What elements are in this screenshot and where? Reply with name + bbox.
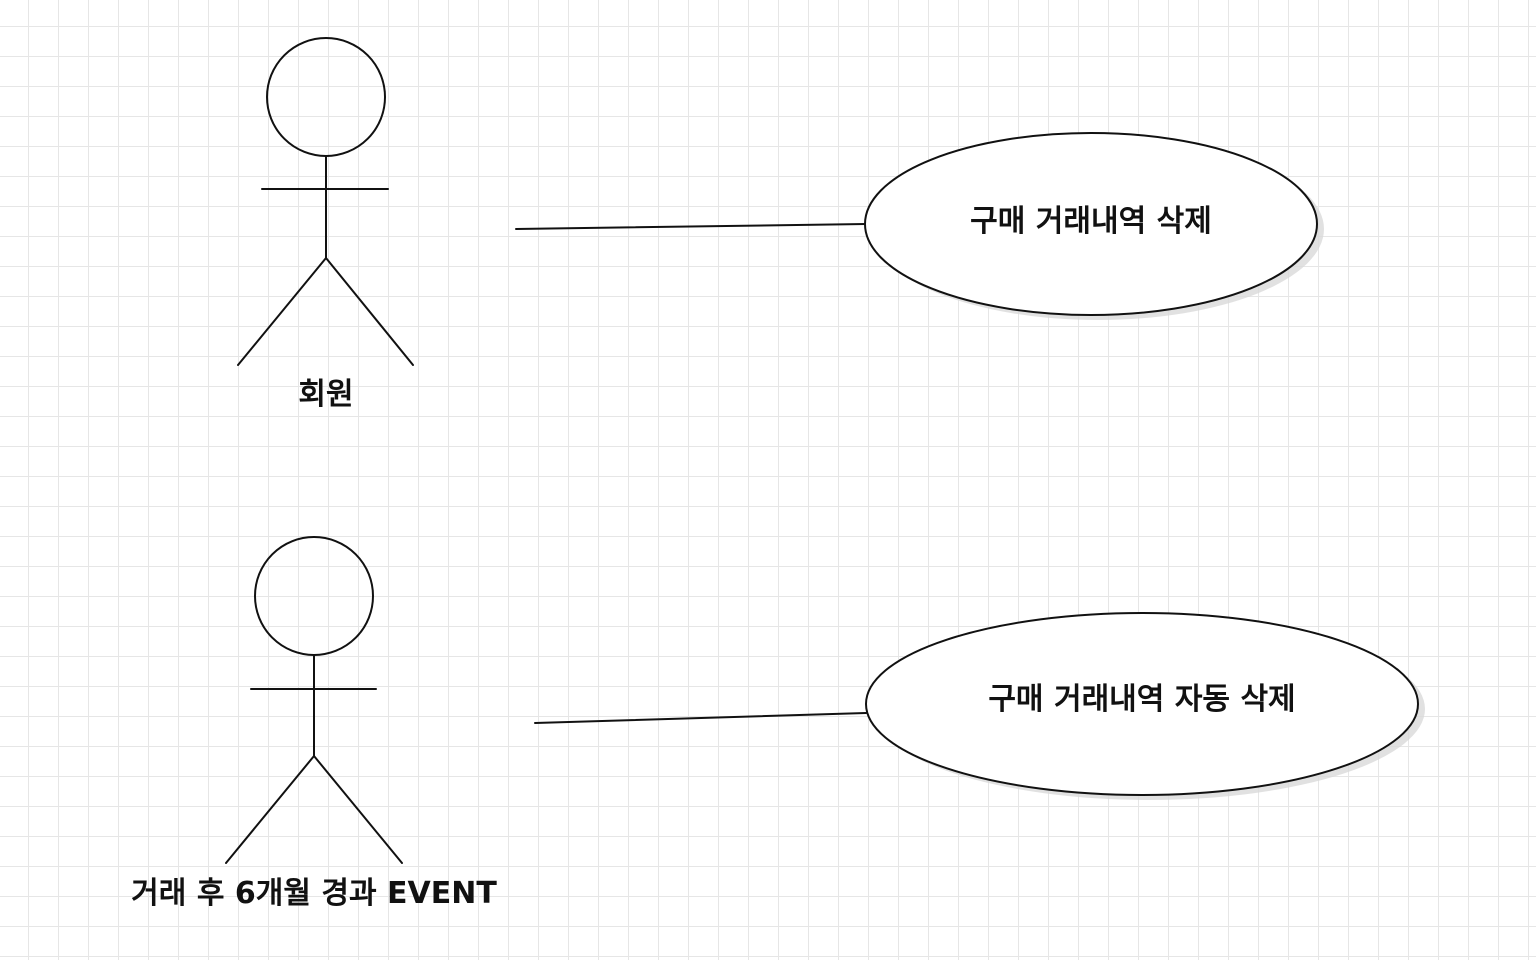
use-case-auto-delete-ellipse	[865, 612, 1419, 796]
actor-member-label: 회원	[298, 377, 353, 412]
actor-event-label: 거래 후 6개월 경과 EVENT	[131, 876, 497, 911]
actor-event[interactable]: 거래 후 6개월 경과 EVENT	[131, 536, 497, 911]
use-case-delete-label: 구매 거래내역 삭제	[970, 204, 1212, 239]
actor-event-right-leg	[313, 755, 403, 864]
actor-member-head	[266, 37, 386, 157]
use-case-auto-delete[interactable]: 구매 거래내역 자동 삭제	[865, 612, 1425, 800]
actor-member[interactable]: 회원	[237, 37, 414, 412]
use-case-auto-delete-label: 구매 거래내역 자동 삭제	[988, 682, 1295, 717]
actor-member-right-leg	[325, 257, 414, 366]
actor-member-left-leg	[237, 257, 327, 366]
actor-event-head	[254, 536, 374, 656]
association-member-delete	[515, 223, 867, 230]
use-case-delete[interactable]: 구매 거래내역 삭제	[864, 132, 1324, 320]
actor-event-left-leg	[225, 755, 315, 864]
use-case-delete-ellipse	[864, 132, 1318, 316]
association-event-auto-delete	[534, 712, 867, 724]
